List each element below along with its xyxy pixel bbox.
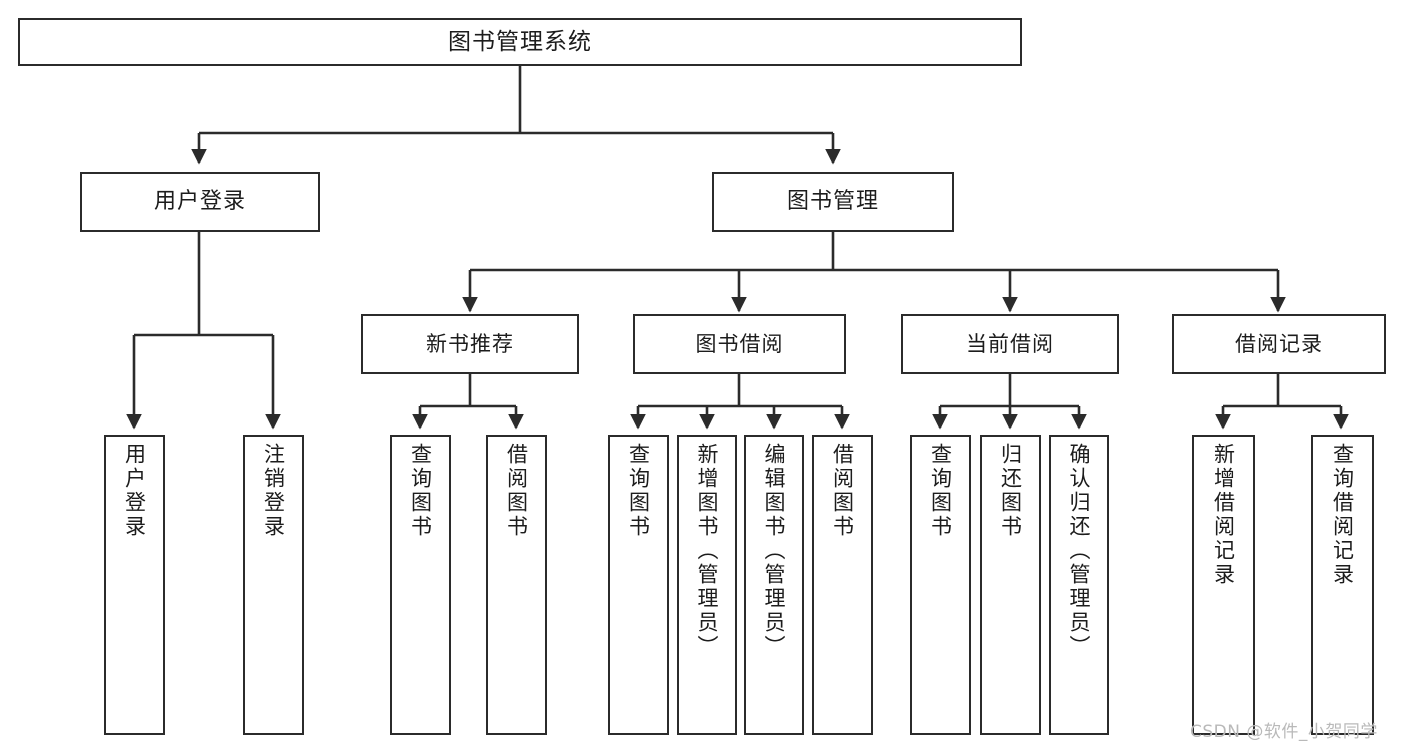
node-label: 查询图书 — [626, 443, 651, 539]
leaf-query-book-2[interactable]: 查询图书 — [608, 435, 669, 735]
leaf-borrow-book-1[interactable]: 借阅图书 — [486, 435, 547, 735]
leaf-edit-book[interactable]: 编辑图书（管理员） — [744, 435, 804, 735]
node-current-borrow[interactable]: 当前借阅 — [901, 314, 1119, 374]
leaf-query-book-1[interactable]: 查询图书 — [390, 435, 451, 735]
node-label: 注销登录 — [261, 443, 286, 539]
node-label: 用户登录 — [153, 189, 246, 215]
leaf-return-book[interactable]: 归还图书 — [980, 435, 1041, 735]
leaf-borrow-book-2[interactable]: 借阅图书 — [812, 435, 873, 735]
node-label: 图书管理 — [786, 189, 879, 215]
node-label: 查询图书 — [408, 443, 433, 539]
node-label: 确认归还（管理员） — [1067, 443, 1092, 659]
node-label: 查询借阅记录 — [1330, 443, 1355, 587]
node-book-manage[interactable]: 图书管理 — [712, 172, 954, 232]
node-label: 编辑图书（管理员） — [762, 443, 787, 659]
node-label: 当前借阅 — [966, 331, 1054, 356]
node-label: 借阅图书 — [830, 443, 855, 539]
node-label: 图书管理系统 — [448, 28, 592, 55]
node-label: 图书借阅 — [695, 331, 784, 356]
leaf-add-book[interactable]: 新增图书（管理员） — [677, 435, 737, 735]
leaf-add-record[interactable]: 新增借阅记录 — [1192, 435, 1255, 735]
node-label: 归还图书 — [998, 443, 1023, 539]
node-user-login[interactable]: 用户登录 — [80, 172, 320, 232]
csdn-watermark: CSDN @软件_小贺同学 — [1190, 722, 1378, 742]
node-label: 新书推荐 — [426, 331, 514, 356]
leaf-confirm-return[interactable]: 确认归还（管理员） — [1049, 435, 1109, 735]
node-label: 新增图书（管理员） — [695, 443, 720, 659]
node-label: 用户登录 — [122, 443, 147, 539]
leaf-user-login[interactable]: 用户登录 — [104, 435, 165, 735]
node-label: 借阅图书 — [504, 443, 529, 539]
node-root-system[interactable]: 图书管理系统 — [18, 18, 1022, 66]
node-label: 查询图书 — [928, 443, 953, 539]
node-label: 新增借阅记录 — [1211, 443, 1236, 587]
leaf-query-record[interactable]: 查询借阅记录 — [1311, 435, 1374, 735]
leaf-logout-login[interactable]: 注销登录 — [243, 435, 304, 735]
node-borrow-record[interactable]: 借阅记录 — [1172, 314, 1386, 374]
node-label: 借阅记录 — [1235, 331, 1323, 356]
node-book-borrow[interactable]: 图书借阅 — [633, 314, 846, 374]
leaf-query-book-3[interactable]: 查询图书 — [910, 435, 971, 735]
node-new-book-recommend[interactable]: 新书推荐 — [361, 314, 579, 374]
